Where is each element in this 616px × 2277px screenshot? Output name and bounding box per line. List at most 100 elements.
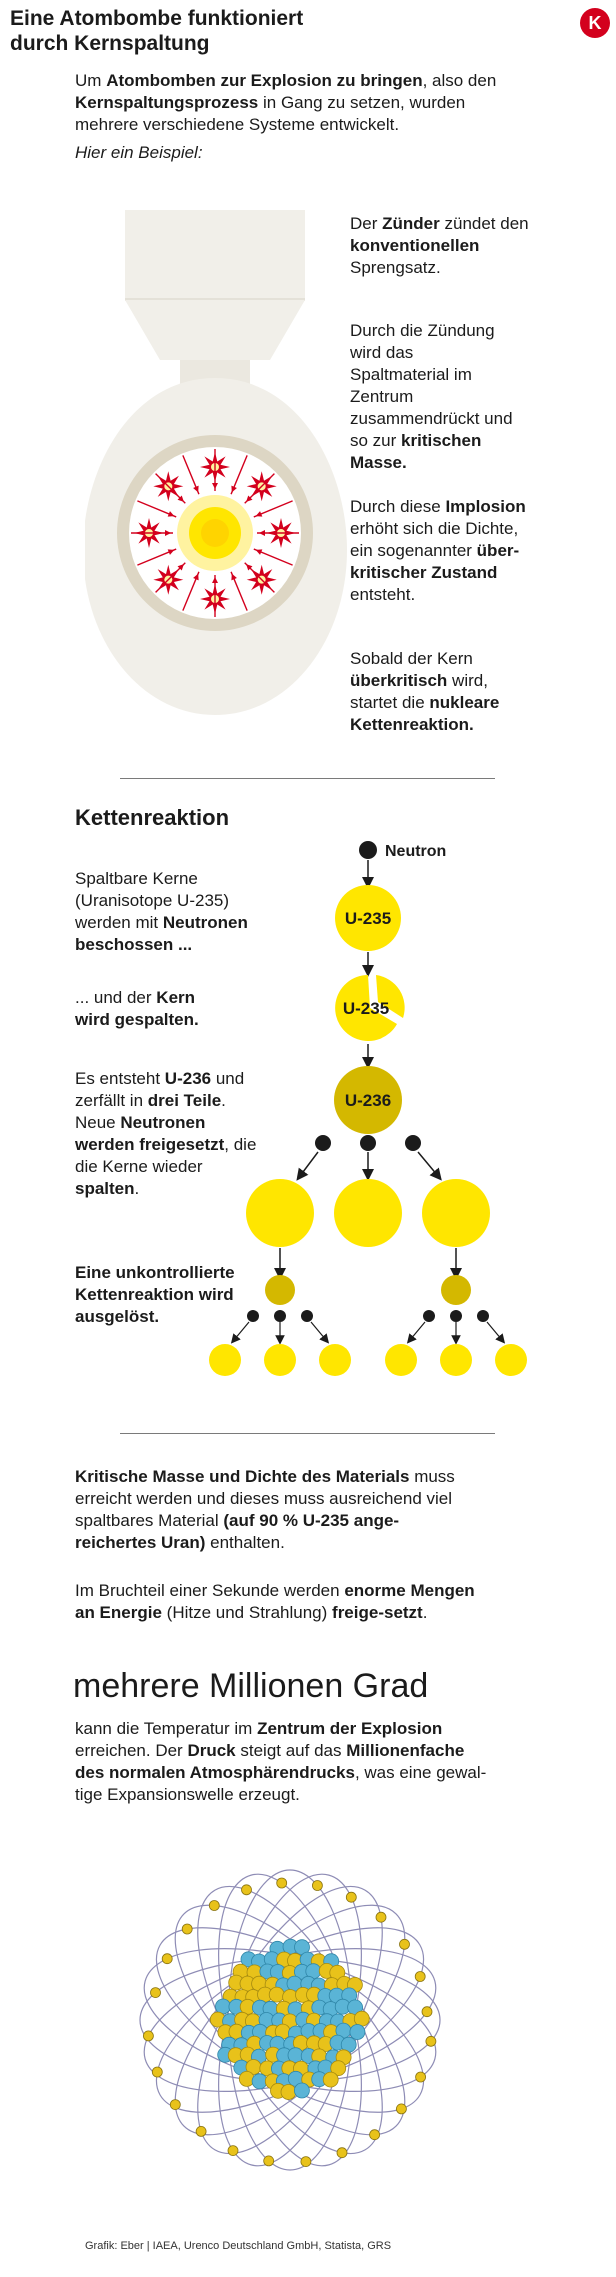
source-credit: Grafik: Eber | IAEA, Urenco Deutschland …	[85, 2240, 392, 2252]
neutron-l2	[274, 1310, 286, 1322]
step4-bold-2: nukleare Kettenreaktion.	[350, 693, 500, 734]
second-gen-nucleus-right	[441, 1275, 471, 1305]
bomb-step-1: Der Zünder zündet den konventionellen Sp…	[350, 213, 540, 279]
brand-logo[interactable]: K	[580, 8, 610, 38]
electron	[300, 2156, 312, 2168]
chain2-bold-1: Kern	[156, 988, 196, 1007]
proton	[330, 2060, 347, 2077]
chain3-g: , die die Kerne wieder	[75, 1135, 257, 1176]
chain-step-2: ... und der Kern wird gespalten.	[75, 987, 225, 1031]
step1-bold-2: konventionellen	[350, 236, 480, 255]
title-line-1: Eine Atombombe funktioniert	[10, 7, 304, 30]
electron	[311, 1880, 323, 1891]
u236-label: U-236	[345, 1091, 391, 1110]
implosion-arrowhead	[177, 564, 184, 571]
neutron-label: Neutron	[385, 843, 446, 860]
chain2-text-1: ... und der	[75, 988, 152, 1007]
implosion-arrowhead	[167, 511, 175, 517]
step4-text-2: wird, startet die	[350, 671, 488, 712]
electron	[395, 2103, 407, 2115]
facts2-text-3: .	[422, 1603, 428, 1622]
intro-text-3: in Gang zu setzen, wurden mehrere versch…	[75, 93, 466, 134]
u235-nucleus	[335, 885, 401, 951]
arrow-6a	[230, 1321, 250, 1344]
chain3-c: und zerfällt in	[75, 1069, 245, 1110]
chain-step-4: Eine unkontrollierte Kettenreaktion wird…	[75, 1263, 235, 1326]
third-gen-l2	[264, 1344, 296, 1376]
chain-heading: Kettenreaktion	[75, 805, 230, 830]
electron	[415, 2071, 427, 2083]
chain-step-1: Spaltbare Kerne (Uranisotope U-235) werd…	[75, 868, 280, 956]
facts2-bold-2: freige-setzt	[332, 1603, 423, 1622]
third-gen-r3	[495, 1344, 527, 1376]
electron	[336, 2147, 348, 2159]
neutron-l1	[247, 1310, 259, 1322]
arrow-4c	[417, 1151, 442, 1181]
third-gen-r1	[385, 1344, 417, 1376]
facts-paragraph-1: Kritische Masse und Dichte des Materials…	[75, 1466, 475, 1554]
chain3-b: U-236	[164, 1069, 212, 1088]
temperature-headline: mehrere Millionen Grad	[73, 1667, 429, 1705]
proton	[353, 2010, 370, 2027]
electron	[345, 1891, 357, 1903]
second-gen-nucleus-left	[265, 1275, 295, 1305]
title-line-2: durch Kernspaltung	[10, 32, 210, 55]
step1-text-3: Sprengsatz.	[350, 258, 441, 277]
facts1-bold-1: Kritische Masse und Dichte des Materials	[75, 1467, 410, 1486]
electron	[142, 2030, 154, 2042]
facts3-text-4: , was eine gewal-tige Expansionswelle er…	[75, 1763, 487, 1804]
proton	[268, 1986, 285, 2003]
implosion-arrowhead	[255, 549, 263, 555]
incoming-neutron	[359, 841, 377, 859]
implosion-arrowhead	[246, 495, 253, 502]
neutron-particle	[349, 2024, 366, 2040]
step4-text-1: Sobald der Kern	[350, 649, 473, 668]
proton	[280, 2084, 297, 2100]
electron	[276, 1877, 288, 1889]
new-nucleus-left	[246, 1179, 314, 1247]
chain3-d: drei Teile	[147, 1091, 222, 1110]
chain2-bold-2: wird gespalten.	[75, 1010, 199, 1029]
step3-text-2: erhöht sich die Dichte, ein sogenannter	[350, 519, 519, 560]
implosion-arrowhead	[212, 577, 218, 583]
step2-text-1: Durch die Zündung wird das Spaltmaterial…	[350, 321, 513, 450]
released-neutron-right	[405, 1135, 421, 1151]
implosion-arrowhead	[246, 564, 253, 571]
neutron-r1	[423, 1310, 435, 1322]
step1-text-2: zündet den	[444, 214, 529, 233]
third-gen-l1	[209, 1344, 241, 1376]
neutron-particle	[287, 2047, 304, 2064]
intro-text-1: Um	[75, 71, 102, 90]
u236-nucleus	[334, 1066, 402, 1134]
neutron-particle	[251, 2073, 268, 2090]
facts3-bold-2: Druck	[187, 1741, 236, 1760]
electron	[181, 1923, 193, 1935]
chain3-f: Neutronen werden freigesetzt	[75, 1113, 225, 1154]
chain-step-3: Es entsteht U-236 und zerfällt in drei T…	[75, 1068, 265, 1200]
chain3-a: Es entsteht	[75, 1069, 161, 1088]
step1-bold-1: Zünder	[382, 214, 440, 233]
electron	[241, 1884, 252, 1896]
bomb-step-3: Durch diese Implosion erhöht sich die Di…	[350, 496, 540, 606]
implosion-arrowhead	[231, 573, 237, 581]
electron	[150, 1987, 161, 1999]
arrow-4a	[296, 1151, 319, 1181]
facts3-bold-1: Zentrum der Explosion	[257, 1719, 443, 1738]
arrow-6c	[310, 1321, 330, 1344]
implosion-arrowhead	[177, 495, 184, 502]
implosion-arrowhead	[165, 530, 171, 536]
facts3-bold-3: Millionenfache des normalen Atmosphärend…	[75, 1741, 465, 1782]
electron	[414, 1971, 426, 1982]
implosion-arrowhead	[212, 483, 218, 489]
neutron-r2	[450, 1310, 462, 1322]
electron	[263, 2155, 275, 2167]
page-title: Eine Atombombe funktioniert durch Kernsp…	[10, 6, 390, 56]
step1-text-1: Der	[350, 214, 378, 233]
facts2-text-1: Im Bruchteil einer Sekunde werden	[75, 1581, 340, 1600]
new-nucleus-right	[422, 1179, 490, 1247]
implosion-arrowhead	[231, 485, 237, 493]
implosion-arrowhead	[255, 511, 263, 517]
implosion-arrows	[131, 449, 299, 617]
step3-bold-1: Implosion	[445, 497, 526, 516]
chain1-bold: Neutronen beschossen ...	[75, 913, 248, 954]
